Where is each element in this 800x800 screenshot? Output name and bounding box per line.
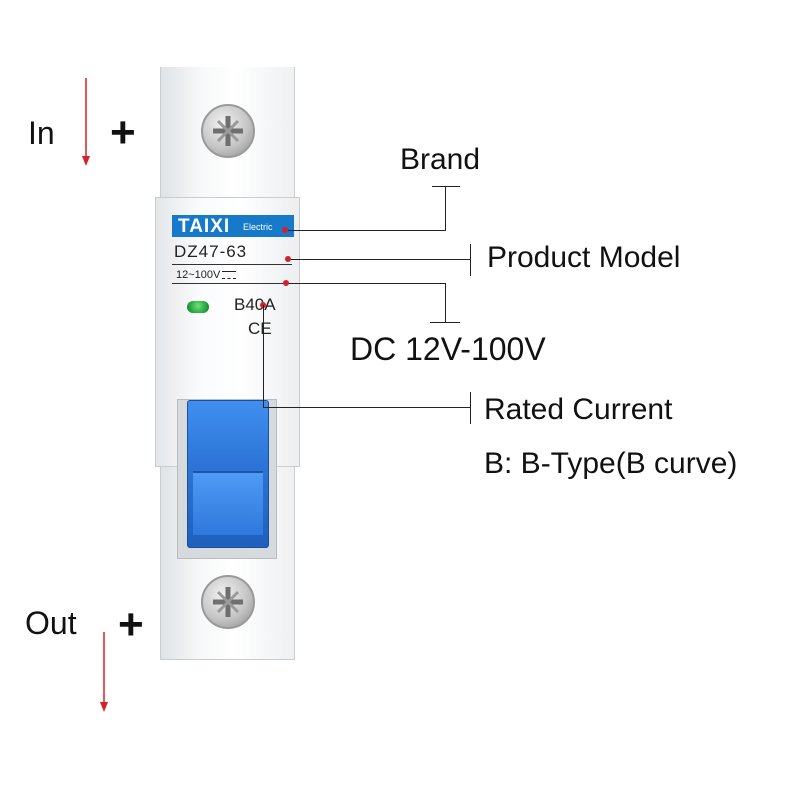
- model-callout-dot: [285, 256, 291, 262]
- brand-name: TAIXI: [178, 216, 231, 237]
- voltage-marking: 12~100V: [176, 269, 237, 281]
- dc-symbol-icon: [222, 271, 237, 280]
- voltage-leader-cap: [430, 322, 460, 323]
- in-arrow-icon: [82, 78, 90, 166]
- brand-leader-riser: [445, 186, 446, 231]
- model-leader-line: [291, 259, 471, 260]
- brand-leader-line: [288, 230, 446, 231]
- in-label: In: [28, 115, 55, 151]
- brand-label: TAIXI Electric: [172, 215, 294, 237]
- out-arrow-icon: [100, 632, 108, 712]
- brand-subtitle: Electric: [243, 222, 273, 232]
- out-plus-sign: +: [118, 600, 144, 649]
- rating-leader-drop: [263, 305, 264, 408]
- toggle-grip: [193, 471, 263, 535]
- voltage-callout-dot: [283, 280, 289, 286]
- callout-product-model: Product Model: [487, 241, 681, 274]
- model-divider: [172, 264, 292, 265]
- model-number: DZ47-63: [174, 242, 248, 261]
- rating-leader-line: [263, 407, 471, 408]
- callout-curve-note: B: B-Type(B curve): [484, 447, 738, 480]
- callout-brand: Brand: [400, 143, 481, 176]
- voltage-leader-line: [289, 283, 446, 284]
- in-plus-sign: +: [110, 108, 136, 157]
- circuit-breaker: TAIXI Electric DZ47-63 12~100V B40A CE: [155, 67, 300, 660]
- brand-leader-cap: [432, 186, 460, 187]
- model-leader-cap: [470, 244, 471, 276]
- rating-marking: B40A: [234, 295, 276, 314]
- rating-leader-cap: [470, 392, 471, 424]
- top-screw-icon: [201, 104, 255, 158]
- bottom-screw-icon: [201, 575, 255, 629]
- brand-callout-dot: [282, 227, 288, 233]
- voltage-divider: [172, 283, 292, 284]
- status-led-icon: [187, 301, 209, 313]
- toggle-lever[interactable]: [187, 400, 269, 548]
- callout-rated-current: Rated Current: [484, 393, 673, 426]
- ce-mark: CE: [248, 319, 272, 338]
- out-label: Out: [25, 605, 77, 641]
- callout-voltage: DC 12V-100V: [350, 331, 546, 367]
- voltage-leader-drop: [445, 283, 446, 323]
